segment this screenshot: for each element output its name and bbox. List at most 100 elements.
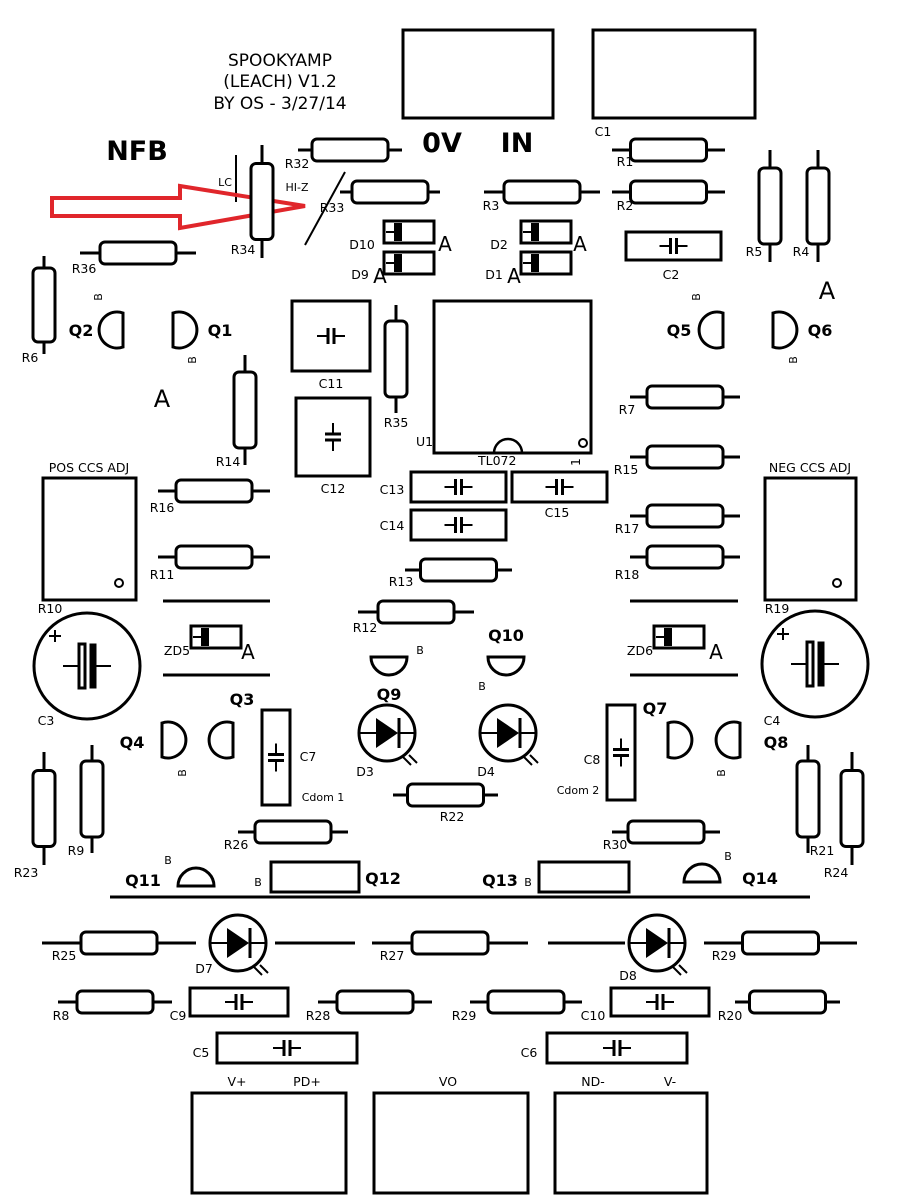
capacitor-outline xyxy=(409,508,508,542)
transistor-label: Q14 xyxy=(742,869,778,888)
resistor-label: R15 xyxy=(614,462,639,477)
resistor-label: R35 xyxy=(384,415,409,430)
capacitor-label: C2 xyxy=(663,267,680,282)
resistor-r20 xyxy=(735,989,840,1015)
capacitor-outline xyxy=(605,703,637,802)
transistor-outline xyxy=(666,720,694,760)
cdom1-label: Cdom 1 xyxy=(302,791,345,804)
label-lc: LC xyxy=(218,176,232,189)
label-0v: 0V xyxy=(422,128,462,159)
connector-v-plus xyxy=(190,1091,348,1195)
capacitor-label: C15 xyxy=(545,505,570,520)
capacitor-c3 xyxy=(32,611,142,721)
board-title: SPOOKYAMP (LEACH) V1.2 BY OS - 3/27/14 xyxy=(213,51,346,114)
resistor-body xyxy=(31,266,57,344)
resistor-label: R21 xyxy=(810,843,835,858)
ic-pin1-dot xyxy=(578,438,588,448)
resistor-body xyxy=(748,989,827,1015)
transistor-label: Q12 xyxy=(365,869,401,888)
diode-d1 xyxy=(519,250,573,276)
resistor-label: R20 xyxy=(718,1008,743,1023)
anode-mark-left: A xyxy=(154,385,171,413)
resistor-body xyxy=(79,759,105,839)
transistor-outline xyxy=(771,310,799,350)
nfb-jumper-line xyxy=(304,171,346,246)
transistor-outline xyxy=(682,862,722,884)
ic-pin1-label: 1 xyxy=(568,458,583,466)
resistor-label: R5 xyxy=(746,244,763,259)
resistor-body xyxy=(645,384,725,410)
transistor-q9 xyxy=(369,655,409,677)
ic-part-label: TL072 xyxy=(477,453,516,468)
ic-u1: U1 TL072 1 xyxy=(416,299,593,468)
resistor-label: R25 xyxy=(52,948,77,963)
capacitor-c5 xyxy=(215,1031,359,1065)
resistor-r8 xyxy=(58,989,172,1015)
resistor-r16 xyxy=(158,478,270,504)
led-label: D4 xyxy=(477,764,495,779)
capacitor-outline xyxy=(215,1031,359,1065)
resistor-label: R17 xyxy=(615,521,640,536)
transistor-label: Q3 xyxy=(230,690,255,709)
diode-d2 xyxy=(519,219,573,245)
capacitor-c7 xyxy=(260,708,292,807)
transistor-label: Q7 xyxy=(643,699,668,718)
capacitor-outline xyxy=(545,1031,689,1065)
resistor-label: R13 xyxy=(389,574,414,589)
resistor-body xyxy=(645,544,725,570)
transistor-label: Q1 xyxy=(208,321,233,340)
connector-label-v-plus: V+ xyxy=(227,1074,246,1089)
capacitor-outline xyxy=(609,986,711,1018)
resistor-label: R28 xyxy=(306,1008,331,1023)
resistor-body xyxy=(335,989,415,1015)
diode-anode-mark: A xyxy=(373,264,387,288)
resistor-label: R23 xyxy=(14,865,39,880)
transistor-base-mark: B xyxy=(186,356,199,364)
resistor-body xyxy=(795,759,821,839)
resistor-body xyxy=(406,782,485,808)
capacitor-outline xyxy=(760,609,870,719)
transistor-outline xyxy=(160,720,188,760)
transistor-q10 xyxy=(486,655,526,677)
resistor-label: R4 xyxy=(793,244,810,259)
transistor-base-mark: B xyxy=(92,293,105,301)
pos-ccs-pin-dot xyxy=(114,578,124,588)
resistor-body xyxy=(376,599,456,625)
resistor-r7 xyxy=(630,384,740,410)
resistor-r2 xyxy=(612,179,725,205)
output-connectors: V+ PD+ VO ND- V- xyxy=(190,1074,709,1195)
resistor-label: R29 xyxy=(452,1008,477,1023)
resistor-body xyxy=(174,478,254,504)
resistor-body xyxy=(383,319,409,399)
resistor-label: R9 xyxy=(68,843,85,858)
resistor-label: R3 xyxy=(483,198,500,213)
input-connector-0v xyxy=(401,28,555,120)
capacitor-label: C5 xyxy=(193,1045,210,1060)
capacitor-label: C4 xyxy=(764,713,781,728)
transistor-q2 xyxy=(97,310,125,350)
resistor-r4 xyxy=(805,150,831,262)
resistor-r23 xyxy=(31,752,57,865)
diode-band xyxy=(394,254,402,272)
transistor-outline xyxy=(697,310,725,350)
diode-label: ZD5 xyxy=(164,643,190,658)
resistor-label: R2 xyxy=(617,198,634,213)
diode-body xyxy=(519,250,573,276)
connector-label-nd-minus: ND- xyxy=(581,1074,605,1089)
anode-mark-right: A xyxy=(819,277,836,305)
diode-label: ZD6 xyxy=(627,643,653,658)
resistor-r13 xyxy=(405,557,512,583)
transistor-q3 xyxy=(207,720,235,760)
transistor-base-mark: B xyxy=(254,876,262,889)
capacitor-c9 xyxy=(188,986,290,1018)
resistor-label: R30 xyxy=(603,837,628,852)
diode-body xyxy=(382,250,436,276)
resistor-r12 xyxy=(358,599,474,625)
diode-zd6 xyxy=(652,624,706,650)
transistor-base-mark: B xyxy=(416,644,424,657)
connector-v-minus xyxy=(553,1091,709,1195)
resistor-label: R16 xyxy=(150,500,175,515)
connector-label-pd-plus: PD+ xyxy=(293,1074,321,1089)
